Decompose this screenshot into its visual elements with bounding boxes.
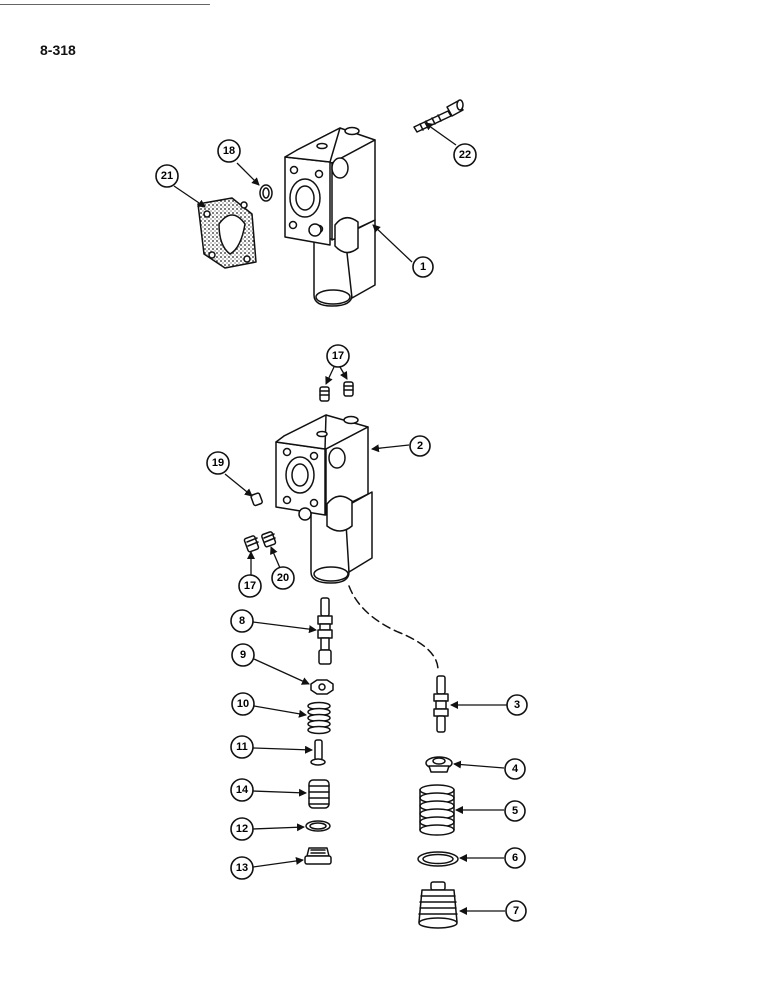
plug [250,492,263,507]
set-screw-pair-top [319,381,354,402]
plug-cap-left [304,847,332,865]
cap-screw [413,99,464,133]
gasket [197,197,257,269]
svg-text:2: 2 [417,440,423,452]
o-ring-right [417,851,459,867]
svg-text:11: 11 [236,741,248,753]
svg-text:9: 9 [240,649,246,661]
o-ring-left [305,820,331,832]
callout-19: 19 [206,451,230,475]
callout-11: 11 [230,735,254,759]
assembly-path-line [348,585,439,671]
svg-text:14: 14 [236,784,249,796]
svg-text:20: 20 [277,572,289,584]
sleeve [308,779,330,809]
set-screw-pair-side [243,531,277,553]
callout-2: 2 [409,435,431,457]
svg-text:3: 3 [514,699,520,711]
svg-text:13: 13 [236,862,248,874]
valve-spool [317,597,333,665]
callout-14: 14 [230,778,254,802]
spring-small [307,701,331,735]
svg-text:19: 19 [212,457,224,469]
svg-text:18: 18 [223,145,235,157]
callout-5: 5 [504,800,526,822]
relief-spool [433,675,449,733]
callout-10: 10 [231,692,255,716]
callout-17-side: 17 [238,574,262,598]
retainer [310,679,334,695]
spring-seat [425,756,453,773]
callout-1: 1 [412,256,434,278]
svg-text:6: 6 [512,852,518,864]
callout-3: 3 [506,694,528,716]
valve-housing-upper [284,126,376,307]
svg-text:17: 17 [332,350,344,362]
svg-text:8: 8 [239,615,245,627]
spring-large [419,784,455,836]
callout-18: 18 [217,139,241,163]
callout-4: 4 [504,758,526,780]
pin [310,739,326,766]
svg-text:5: 5 [512,805,518,817]
callout-7: 7 [505,900,527,922]
page-number: 8-318 [40,42,76,58]
callout-13: 13 [230,856,254,880]
callout-8: 8 [230,609,254,633]
o-ring-small [259,184,273,202]
plug-cap-right [418,881,458,929]
svg-text:17: 17 [244,580,256,592]
callout-12: 12 [230,817,254,841]
callout-21: 21 [155,164,179,188]
svg-text:10: 10 [237,698,249,710]
callout-17-top: 17 [326,344,350,368]
leader-lines [173,122,507,915]
callout-22: 22 [453,143,477,167]
callout-6: 6 [504,847,526,869]
top-rule [0,4,210,5]
callout-9: 9 [231,643,255,667]
svg-text:4: 4 [512,763,519,775]
valve-housing-lower [275,414,373,584]
svg-text:12: 12 [236,823,248,835]
svg-text:1: 1 [420,261,426,273]
svg-text:21: 21 [161,170,173,182]
svg-text:22: 22 [459,149,471,161]
callout-20: 20 [271,566,295,590]
svg-text:7: 7 [513,905,519,917]
